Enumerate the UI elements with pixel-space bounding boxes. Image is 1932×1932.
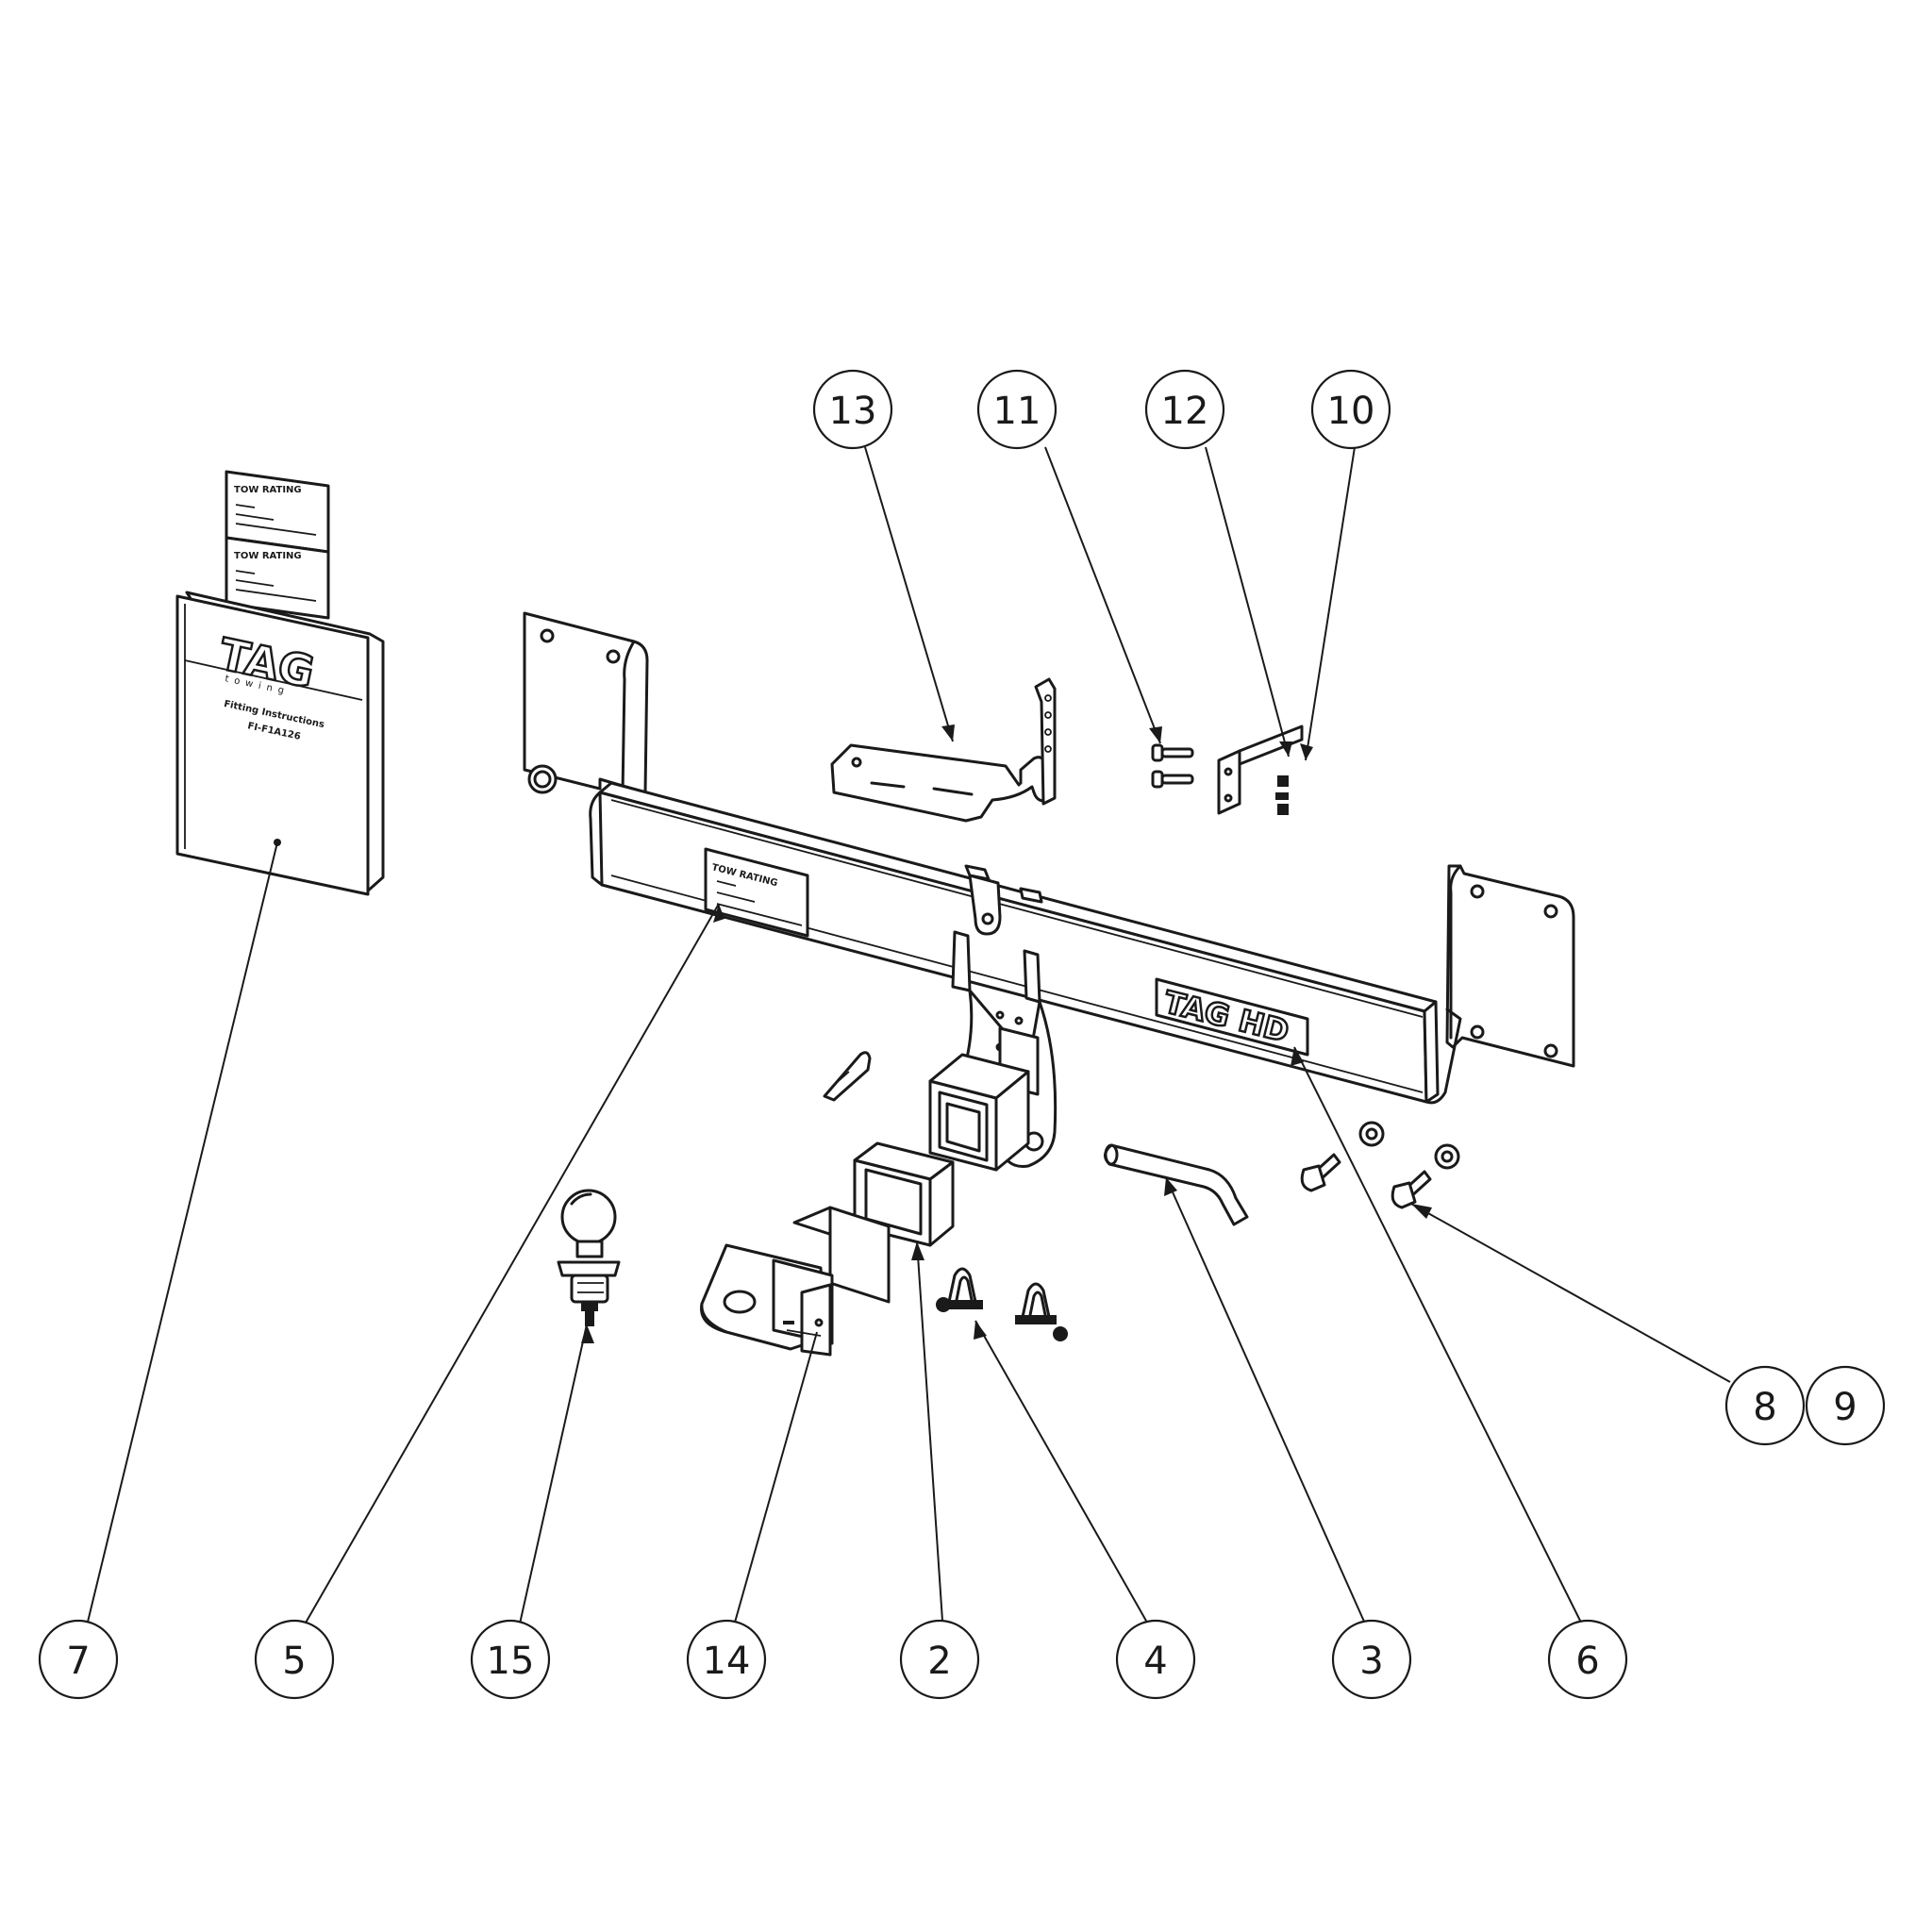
balloon-12: 12 — [1144, 369, 1225, 450]
svg-text:12: 12 — [1161, 390, 1209, 433]
hitch-tongue — [700, 1206, 891, 1357]
balloon-4: 4 — [1115, 1619, 1196, 1700]
fitting-instructions-booklet: TOW RATING TOW RATING TAG towing Fitting… — [175, 470, 385, 896]
bolts-part-11 — [1151, 743, 1194, 789]
balloon-6: 6 — [1547, 1619, 1628, 1700]
balloon-9: 9 — [1805, 1365, 1886, 1446]
hitch-pin — [1104, 1143, 1249, 1226]
mounting-bracket — [830, 677, 1057, 823]
receiver-sleeve — [853, 1141, 955, 1247]
decal-title-bottom: TOW RATING — [234, 551, 302, 561]
balloon-2: 2 — [899, 1619, 980, 1700]
svg-text:6: 6 — [1575, 1640, 1599, 1683]
svg-text:8: 8 — [1753, 1386, 1776, 1429]
balloon-7: 7 — [38, 1619, 119, 1700]
decal-title-top: TOW RATING — [234, 485, 302, 495]
svg-text:3: 3 — [1359, 1640, 1383, 1683]
svg-text:15: 15 — [487, 1640, 535, 1683]
plate-and-nuts — [1217, 724, 1304, 815]
d-shackles — [936, 1267, 1068, 1341]
balloon-10: 10 — [1310, 369, 1391, 450]
tow-rating-label: TOW RATING — [704, 847, 809, 938]
svg-text:4: 4 — [1143, 1640, 1167, 1683]
svg-text:10: 10 — [1327, 390, 1375, 433]
svg-text:14: 14 — [703, 1640, 751, 1683]
leader-lines — [80, 446, 1731, 1650]
svg-text:13: 13 — [829, 390, 877, 433]
balloon-13: 13 — [812, 369, 893, 450]
svg-text:9: 9 — [1833, 1386, 1857, 1429]
tow-ball — [557, 1189, 621, 1326]
balloon-14: 14 — [686, 1619, 767, 1700]
balloon-8: 8 — [1724, 1365, 1806, 1446]
balloon-3: 3 — [1331, 1619, 1412, 1700]
bolts-and-washers — [1300, 1121, 1460, 1209]
svg-text:7: 7 — [66, 1640, 90, 1683]
balloon-15: 15 — [470, 1619, 551, 1700]
svg-text:11: 11 — [993, 390, 1041, 433]
tow-bar-crossbar: TOW RATING TAG HD — [523, 611, 1575, 1172]
balloon-11: 11 — [976, 369, 1058, 450]
tow-rating-decal-bottom: TOW RATING — [225, 536, 330, 620]
balloon-5: 5 — [254, 1619, 335, 1700]
svg-text:5: 5 — [282, 1640, 306, 1683]
svg-text:2: 2 — [927, 1640, 951, 1683]
pin-clip — [823, 1051, 872, 1102]
